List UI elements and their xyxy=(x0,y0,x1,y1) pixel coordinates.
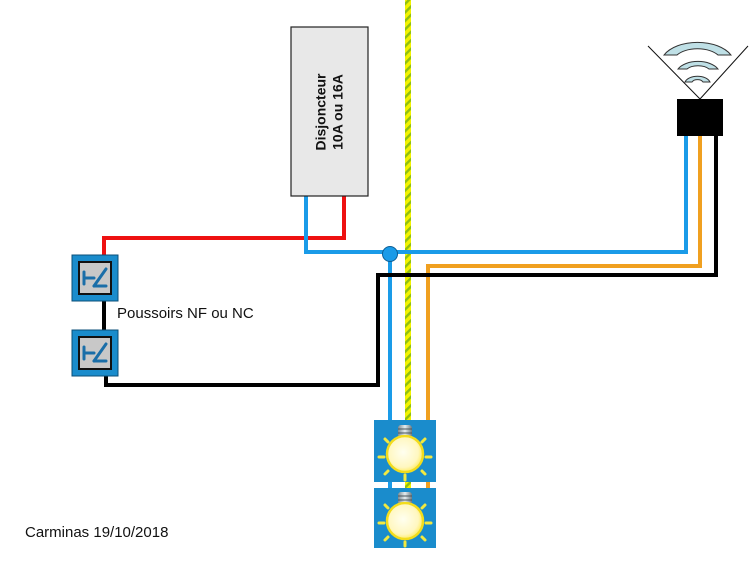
signal-cone-left xyxy=(647,45,701,100)
light-bulb-icon xyxy=(377,492,433,548)
wifi-arc-small xyxy=(684,75,711,83)
breaker-label: Disjoncteur 10A ou 16A xyxy=(291,27,368,196)
breaker-box[interactable] xyxy=(290,26,369,197)
pushbutton-symbol-icon xyxy=(82,267,108,288)
pushbutton-symbol-icon xyxy=(82,342,108,363)
module-body xyxy=(677,99,723,136)
breaker-label-line1: Disjoncteur xyxy=(312,72,329,151)
light-bulb-icon xyxy=(377,425,433,482)
signal-cone-right xyxy=(699,45,749,100)
junction-dot xyxy=(382,246,398,262)
wifi-module[interactable] xyxy=(647,41,749,136)
breaker-label-line2: 10A ou 16A xyxy=(329,73,346,150)
pushbutton-2[interactable] xyxy=(71,329,119,377)
pushbuttons-label: Poussoirs NF ou NC xyxy=(117,305,254,322)
wifi-arc-large xyxy=(662,41,733,56)
neutral-wire xyxy=(304,136,688,254)
lamp-1[interactable] xyxy=(374,420,436,482)
wifi-arc-medium xyxy=(676,60,720,70)
load-wire xyxy=(426,136,702,548)
author-credit: Carminas 19/10/2018 xyxy=(25,524,169,541)
lamp-2[interactable] xyxy=(374,488,436,548)
switch-wire xyxy=(104,136,718,387)
pushbutton-1[interactable] xyxy=(71,254,119,302)
